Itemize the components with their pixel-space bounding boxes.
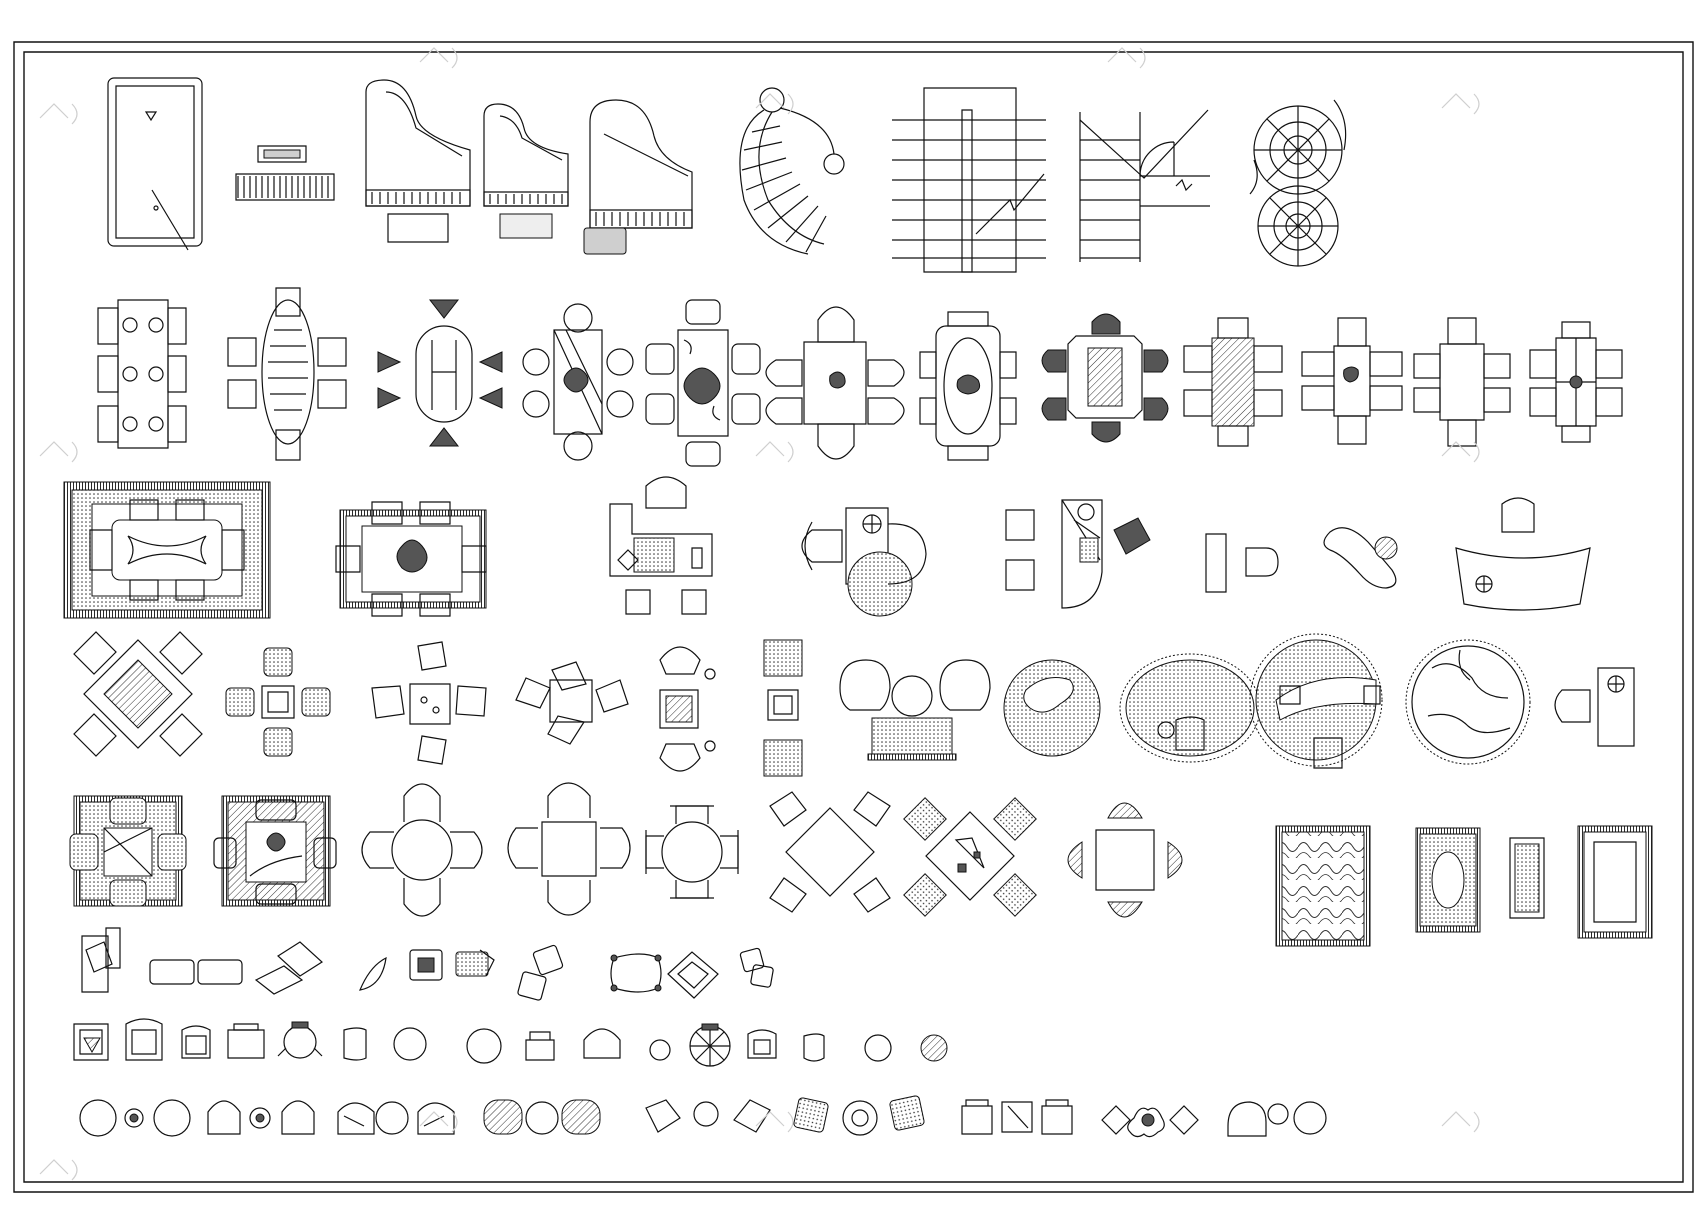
oval-rug-icon — [1004, 660, 1100, 756]
row-tables-rugs — [70, 783, 1652, 946]
pillow-table-set-icon — [372, 642, 486, 764]
row-dining-sets — [98, 288, 1622, 466]
square-table-set-icon — [226, 648, 330, 756]
square-table-wicker-icon — [1068, 803, 1182, 917]
armchair-pair-icon — [660, 647, 715, 771]
baby-grand-piano-icon — [484, 104, 568, 238]
bistro-rug-icon — [1406, 640, 1530, 764]
tufted-pillow-icon — [611, 954, 661, 992]
long-pillows-icon — [150, 960, 242, 984]
mirror-vanity-icon — [840, 660, 990, 760]
modern-dining-table-icon — [1530, 322, 1622, 442]
row-seating-groups — [74, 632, 1634, 776]
arch-chair-pair-icon — [208, 1101, 314, 1134]
square-rug-table-2-icon — [214, 796, 336, 906]
small-dining-table-icon — [1302, 318, 1402, 444]
glass-dining-table-icon — [523, 304, 633, 460]
side-desk-icon — [1555, 668, 1634, 746]
cushion-pair-icon — [764, 640, 802, 776]
single-pillow-icon — [360, 958, 386, 990]
concert-piano-icon — [584, 100, 692, 254]
lounge-chair-pair-icon — [962, 1100, 1072, 1134]
diamond-table-set-icon — [74, 632, 202, 756]
flower-table-pair-icon — [793, 1095, 925, 1135]
watermarks — [40, 48, 1479, 1180]
floral-dining-table-icon — [646, 300, 760, 466]
grand-piano-icon — [366, 80, 470, 242]
pedestal-dining-table-icon — [378, 300, 502, 446]
cross-table-set-icon — [516, 662, 628, 744]
side-chair-icon — [182, 1026, 210, 1058]
reception-desk-icon — [610, 477, 712, 614]
pattern-rug-icon — [1276, 826, 1370, 946]
armchair-dining-table-icon — [766, 307, 904, 459]
pool-table-icon — [108, 78, 202, 250]
oval-glass-table-icon — [920, 312, 1016, 460]
tilted-pillows-icon — [256, 942, 322, 994]
runner-rug-icon — [1510, 838, 1544, 918]
fringe-rug-icon — [1250, 634, 1382, 768]
straight-stair-icon — [892, 88, 1046, 272]
four-seat-table-icon — [1414, 318, 1510, 446]
pillow-star-icon — [668, 952, 718, 998]
rug-dining-set-icon — [64, 482, 270, 618]
row-chairs — [74, 1019, 947, 1066]
outer-frame — [14, 42, 1693, 1192]
petal-table-pair-icon — [1102, 1106, 1198, 1137]
rect-dining-table-icon — [1042, 314, 1168, 442]
spiral-stair-icon — [1250, 100, 1346, 266]
curved-reception-desk-icon — [1456, 498, 1590, 610]
stacked-pillows-icon — [82, 928, 120, 992]
writing-desk-icon — [1206, 534, 1278, 592]
l-stair-icon — [1080, 110, 1210, 262]
pillow-pair-icon — [517, 945, 563, 1001]
small-pillows-icon — [740, 948, 774, 988]
stool-icon — [344, 1028, 366, 1060]
barrel-chair-pair-icon — [484, 1100, 600, 1134]
task-chair-icon — [228, 1024, 264, 1058]
cross-table-4-icon — [904, 798, 1036, 916]
armchair-icon — [74, 1024, 108, 1060]
office-desk-icon — [802, 508, 926, 616]
round-back-chair-icon — [278, 1022, 322, 1058]
curved-desk-icon — [1006, 500, 1150, 608]
curved-stair-icon — [740, 88, 844, 254]
diamond-table-4-icon — [770, 792, 890, 912]
oval-medallion-rug-icon — [1416, 828, 1480, 932]
tub-chair-pair-icon — [338, 1102, 454, 1134]
hatched-dining-table-icon — [1184, 318, 1282, 446]
row-rugs-desks — [64, 477, 1590, 618]
round-stool-icon — [394, 1028, 501, 1063]
dining-6-table-icon — [98, 300, 186, 448]
decor-pillows-icon — [410, 950, 494, 980]
plain-rug-icon — [1578, 826, 1652, 938]
cushion-chair-pair-icon — [646, 1100, 770, 1132]
oval-dining-table-icon — [228, 288, 346, 460]
row-recreation-stairs — [108, 78, 1346, 272]
upright-piano-icon — [236, 146, 334, 200]
rug-dining-set-small-icon — [336, 502, 486, 616]
round-table-4-icon — [362, 784, 482, 916]
inner-frame — [24, 52, 1683, 1182]
row-chair-combos — [80, 1095, 1326, 1136]
chair-pair-icon — [80, 1100, 190, 1136]
square-table-4-icon — [508, 783, 630, 915]
row-pillows — [82, 928, 774, 1001]
wing-chair-icon — [526, 1029, 670, 1060]
square-rug-table-icon — [70, 796, 186, 906]
club-chair-duo-icon — [1228, 1102, 1326, 1136]
kidney-desk-icon — [1324, 528, 1397, 588]
swivel-chair-icon — [690, 1024, 947, 1066]
club-chair-icon — [126, 1019, 162, 1060]
round-table-armchairs-icon — [646, 806, 738, 898]
